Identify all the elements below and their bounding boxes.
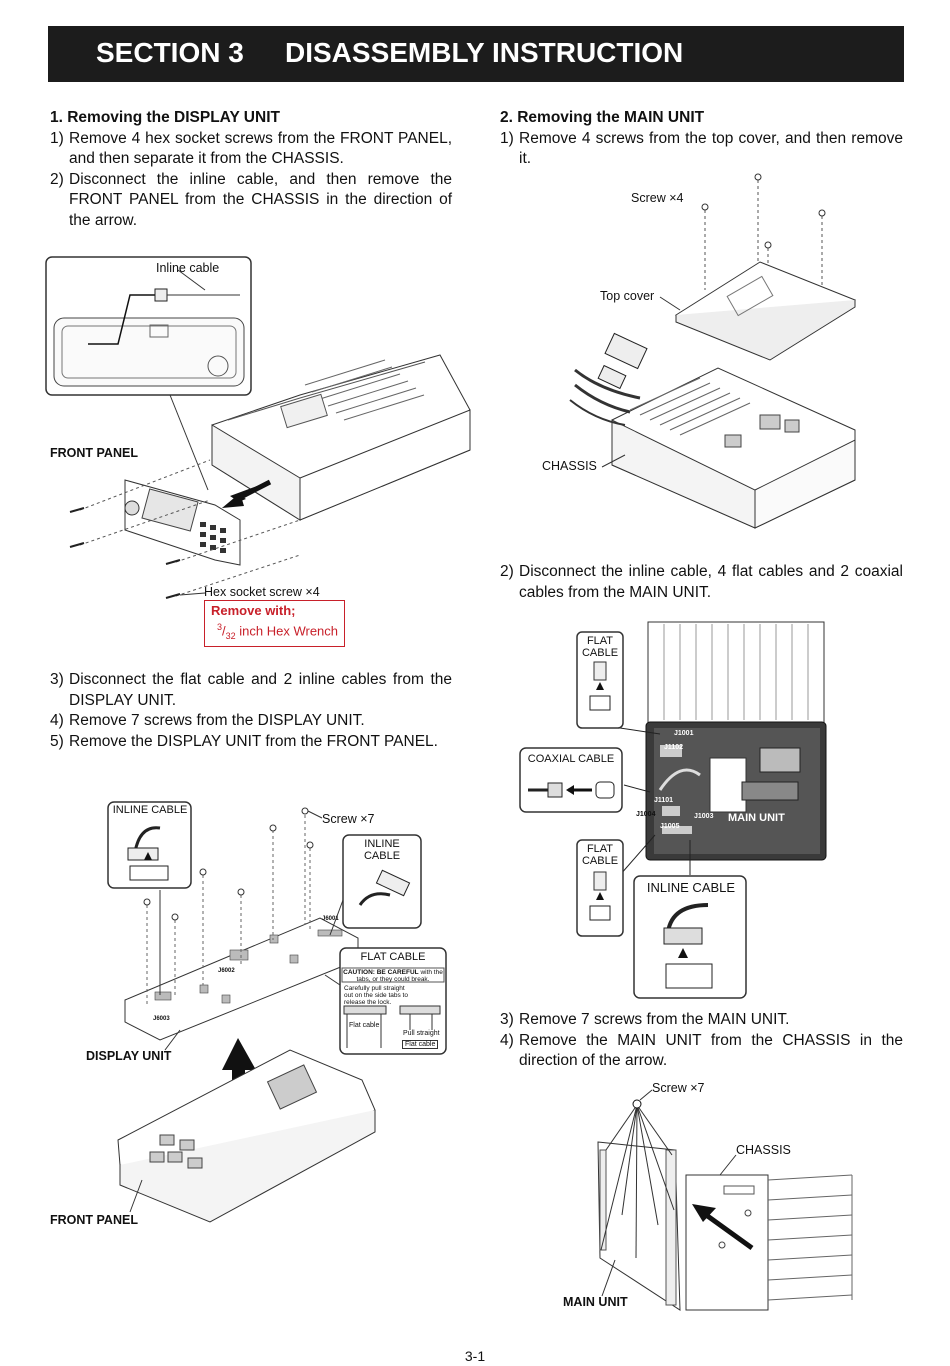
step-2: 2)Disconnect the inline cable, 4 flat ca…: [500, 563, 903, 601]
flat-cable-a-label: FLAT CABLE: [581, 635, 619, 659]
step-3: 3)Disconnect the flat cable and 2 inline…: [50, 671, 452, 709]
section-title: DISASSEMBLY INSTRUCTION: [285, 37, 684, 68]
chassis-label: CHASSIS: [736, 1143, 791, 1157]
inline-cable-label: Inline cable: [156, 261, 220, 275]
flat-cable-b-label: FLAT CABLE: [581, 843, 619, 867]
flat-cable-label: FLAT CABLE: [360, 951, 426, 963]
tool-callout: Remove with; 3/32 inch Hex Wrench: [204, 600, 346, 647]
section-header: SECTION 3 DISASSEMBLY INSTRUCTION: [48, 26, 904, 82]
screw7-label: Screw ×7: [652, 1081, 705, 1095]
j6002-label: J6002: [218, 968, 235, 974]
right-text-b: 2)Disconnect the inline cable, 4 flat ca…: [500, 562, 903, 603]
flat-cable-small-a: Flat cable: [349, 1022, 380, 1029]
j1001-label: J1001: [674, 730, 694, 737]
j1005-label: J1005: [660, 823, 680, 830]
left-text-b: 3)Disconnect the flat cable and 2 inline…: [50, 670, 452, 752]
j6001-label: J6001: [322, 916, 339, 922]
main-unit-label: MAIN UNIT: [563, 1295, 628, 1309]
coaxial-cable-label: COAXIAL CABLE: [527, 753, 615, 765]
front-panel-label: FRONT PANEL: [50, 446, 138, 460]
step-1: 1)Remove 4 hex socket screws from the FR…: [50, 129, 452, 168]
inline-cable-label: INLINE CABLE: [646, 880, 736, 895]
j6003-label: J6003: [153, 1016, 170, 1022]
page-number: 3-1: [464, 1348, 486, 1364]
top-cover-label: Top cover: [600, 289, 655, 303]
chassis-label: CHASSIS: [542, 459, 597, 473]
inline-cable-b-label: INLINE CABLE: [363, 838, 401, 862]
front-panel-label-2: FRONT PANEL: [50, 1213, 138, 1227]
hex-screw-label: Hex socket screw ×4: [204, 585, 320, 599]
j1004-label: J1004: [636, 811, 656, 818]
section-number: SECTION 3: [96, 37, 244, 68]
step-2: 2)Disconnect the inline cable, and then …: [50, 170, 452, 229]
step-3: 3)Remove 7 screws from the MAIN UNIT.: [500, 1011, 790, 1028]
right-text-a: 2. Removing the MAIN UNIT 1)Remove 4 scr…: [500, 108, 903, 170]
right-text-c: 3)Remove 7 screws from the MAIN UNIT. 4)…: [500, 1010, 903, 1072]
screw7-label: Screw ×7: [322, 812, 375, 826]
display-unit-label: DISPLAY UNIT: [86, 1049, 172, 1063]
main-unit-board-label: MAIN UNIT: [728, 812, 785, 824]
step-1: 1)Remove 4 screws from the top cover, an…: [500, 129, 903, 168]
screw4-label: Screw ×4: [631, 191, 684, 205]
j1102-label: J1102: [664, 744, 684, 751]
right-heading: 2. Removing the MAIN UNIT: [500, 109, 705, 126]
step-4: 4)Remove the MAIN UNIT from the CHASSIS …: [500, 1031, 903, 1070]
remove-with-label: Remove with;: [211, 603, 296, 618]
wrench-label: 3/32 inch Hex Wrench: [217, 622, 339, 641]
j1003-label: J1003: [694, 813, 714, 820]
caution-note: CAUTION: BE CAREFUL with the tabs, or th…: [343, 969, 443, 983]
step-5: 5)Remove the DISPLAY UNIT from the FRONT…: [50, 732, 438, 750]
flat-cable-small-b: Flat cable: [402, 1040, 439, 1049]
pull-note: Carefully pull straight out on the side …: [344, 985, 408, 1006]
pull-straight-label: Pull straight: [403, 1030, 440, 1037]
step-4: 4)Remove 7 screws from the DISPLAY UNIT.: [50, 712, 365, 729]
left-heading: 1. Removing the DISPLAY UNIT: [50, 109, 280, 126]
left-text-a: 1. Removing the DISPLAY UNIT 1)Remove 4 …: [50, 108, 452, 231]
inline-cable-a-label: INLINE CABLE: [112, 804, 188, 816]
j1101-label: J1101: [654, 797, 674, 804]
